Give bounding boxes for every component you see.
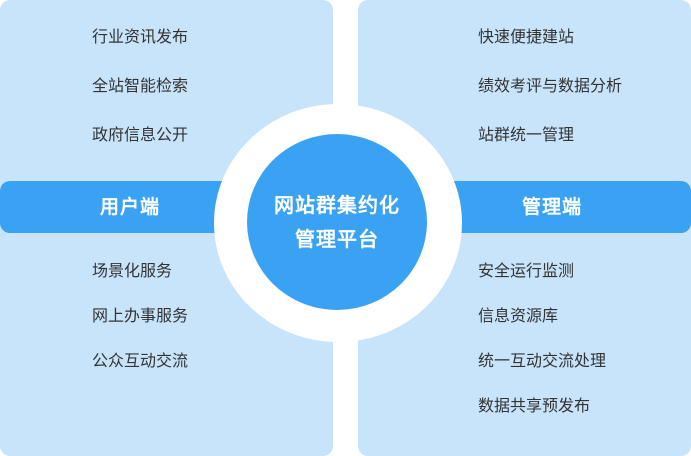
user-side-band: 用户端 [0, 181, 240, 233]
list-item: 快速便捷建站 [478, 27, 575, 46]
list-item: 数据共享预发布 [478, 396, 591, 415]
platform-hub: 网站群集约化 管理平台 [247, 134, 427, 310]
admin-side-band: 管理端 [450, 181, 691, 233]
list-item: 全站智能检索 [92, 76, 189, 95]
list-item: 行业资讯发布 [92, 27, 189, 46]
hub-title-line2: 管理平台 [295, 227, 379, 251]
list-item: 公众互动交流 [92, 351, 189, 370]
list-item: 站群统一管理 [478, 125, 575, 144]
admin-side-label: 管理端 [522, 196, 583, 218]
user-side-label: 用户端 [100, 196, 161, 218]
list-item: 统一互动交流处理 [478, 351, 607, 370]
list-item: 信息资源库 [478, 306, 559, 325]
hub-title-line1: 网站群集约化 [274, 193, 400, 217]
list-item: 场景化服务 [92, 261, 173, 280]
list-item: 绩效考评与数据分析 [478, 76, 623, 95]
list-item: 政府信息公开 [92, 125, 189, 144]
list-item: 安全运行监测 [478, 261, 575, 280]
list-item: 网上办事服务 [92, 306, 189, 325]
